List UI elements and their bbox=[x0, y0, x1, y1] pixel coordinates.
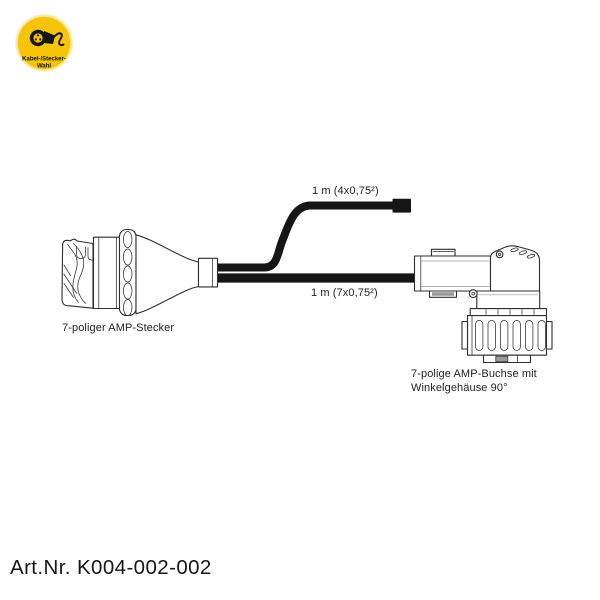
logo-badge: Kabel-/Stecker- Wahl bbox=[15, 14, 73, 72]
plug-boot bbox=[135, 234, 200, 315]
housing-top-tab bbox=[430, 248, 456, 257]
left-connector-label: 7-poliger AMP-Stecker bbox=[62, 322, 175, 334]
ring-slot bbox=[123, 299, 133, 316]
knurl-slot bbox=[537, 320, 546, 351]
socket-flange bbox=[469, 308, 548, 317]
knurl-slot bbox=[525, 320, 534, 351]
article-number: Art.Nr. K004-002-002 bbox=[10, 556, 212, 579]
bottom-face-insert bbox=[495, 355, 509, 363]
ring-side-tab bbox=[461, 320, 469, 350]
ring-side-tab bbox=[545, 320, 553, 350]
top-cable-length-label: 1 m (4x0,75²) bbox=[312, 185, 379, 197]
logo-text-line1: Kabel-/Stecker- bbox=[22, 57, 66, 63]
branch-cable bbox=[210, 201, 393, 272]
collar-screw bbox=[468, 289, 478, 299]
logo-text-line2: Wahl bbox=[37, 64, 51, 70]
amp-socket-drawing bbox=[413, 245, 553, 364]
knurl-slot bbox=[475, 320, 484, 351]
socket-collar bbox=[476, 290, 541, 310]
elbow-screw bbox=[495, 250, 504, 259]
bottom-cable-length-label: 1 m (7x0,75²) bbox=[311, 287, 378, 299]
plug-coupling-ring bbox=[118, 228, 137, 317]
knurl-slot bbox=[487, 320, 496, 351]
ring-slot bbox=[123, 282, 133, 300]
elbow-knurl-mark bbox=[526, 253, 536, 259]
elbow-knurl-mark bbox=[518, 250, 528, 255]
plug-body bbox=[92, 236, 121, 310]
socket-housing-body bbox=[413, 255, 492, 292]
elbow-knurl-mark bbox=[510, 247, 519, 253]
knurl-slot bbox=[500, 320, 509, 351]
right-connector-label: 7-polige AMP-Buchse mit Winkelgehäuse 90… bbox=[411, 368, 537, 395]
cable-end-cap bbox=[392, 198, 411, 213]
right-connector-label-line2: Winkelgehäuse 90° bbox=[411, 381, 508, 394]
cables-drawing bbox=[210, 198, 420, 283]
plug-strain-relief bbox=[197, 257, 219, 288]
ring-slot bbox=[123, 265, 133, 283]
right-connector-label-line1: 7-polige AMP-Buchse mit bbox=[411, 368, 537, 380]
amp-plug-drawing bbox=[61, 228, 219, 317]
ring-slot bbox=[123, 231, 133, 248]
plug-with-cable-icon bbox=[29, 29, 65, 47]
ring-slot bbox=[123, 248, 133, 266]
knurl-slot bbox=[512, 320, 521, 351]
